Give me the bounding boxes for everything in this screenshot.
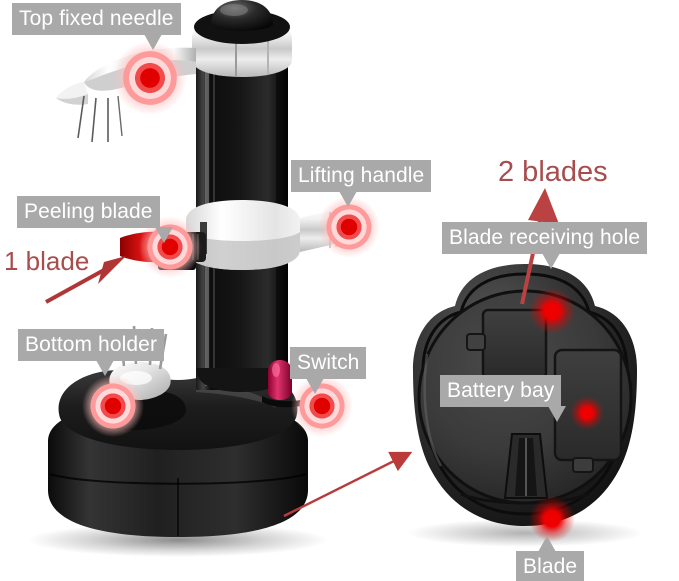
- lifting-handle-band-shadow: [186, 232, 300, 270]
- battery-bay-latch: [572, 457, 594, 473]
- floor-shadow: [28, 523, 328, 557]
- needle-fin-2: [56, 94, 88, 105]
- annotation-two-blades: 2 blades: [498, 156, 608, 188]
- base-to-disc-connector-arrow: [283, 451, 413, 518]
- disc-left-shine: [423, 353, 443, 467]
- label-top-fixed-needle-text: Top fixed needle: [19, 7, 174, 30]
- label-bottom-holder[interactable]: Bottom holder: [18, 329, 165, 376]
- needle-spike-1: [77, 95, 85, 139]
- annotation-one-blade: 1 blade: [4, 246, 90, 276]
- label-blade-receiving-hole[interactable]: Blade receiving hole: [442, 222, 648, 269]
- disc-floor-shadow: [407, 519, 643, 547]
- two-blades-arrowhead: [528, 188, 559, 224]
- top-fixed-needle-hotspot[interactable]: [113, 41, 187, 115]
- label-blade-text: Blade: [523, 555, 578, 578]
- dome-cap-gloss: [220, 4, 248, 16]
- label-pointer-switch: [306, 378, 324, 394]
- disc-rim-groove: [421, 272, 629, 516]
- blade-hotspot[interactable]: [529, 496, 575, 542]
- label-pointer-top-fixed-needle: [144, 34, 162, 50]
- label-battery-bay-text: Battery bay: [447, 379, 555, 402]
- label-lifting-handle[interactable]: Lifting handle: [291, 160, 432, 207]
- blade-receiving-hole-hotspot[interactable]: [529, 288, 575, 334]
- base-deck-highlight: [196, 387, 276, 408]
- label-pointer-lifting-handle: [339, 191, 357, 207]
- needle-fin: [56, 82, 88, 99]
- label-pointer-bottom-holder: [96, 360, 114, 376]
- label-pointer-blade: [538, 536, 556, 552]
- label-lifting-handle-text: Lifting handle: [298, 164, 425, 187]
- column-foot: [196, 368, 288, 392]
- needle-spike-4: [117, 95, 123, 137]
- label-blade[interactable]: Blade: [516, 536, 585, 581]
- label-pointer-peeling-blade: [155, 227, 173, 243]
- disc-lower-seam: [460, 492, 590, 505]
- power-switch-button: [268, 360, 292, 400]
- label-bottom-holder-text: Bottom holder: [25, 333, 158, 356]
- battery-bay-hotspot[interactable]: [570, 396, 604, 430]
- label-pointer-battery-bay: [548, 406, 566, 422]
- label-battery-bay[interactable]: Battery bay: [440, 375, 566, 422]
- label-peeling-blade[interactable]: Peeling blade: [17, 196, 173, 243]
- label-switch-text: Switch: [297, 351, 360, 374]
- label-pointer-blade-receiving-hole: [542, 253, 560, 269]
- label-blade-receiving-hole-text: Blade receiving hole: [449, 226, 641, 249]
- blade-receiving-hole-latch: [466, 333, 486, 351]
- power-switch-gloss: [272, 363, 280, 377]
- one-blade-arrowhead: [98, 256, 126, 284]
- label-switch[interactable]: Switch: [290, 347, 367, 394]
- label-peeling-blade-text: Peeling blade: [24, 200, 153, 223]
- bottom-holder-hotspot[interactable]: [82, 375, 144, 437]
- dome-cap: [211, 0, 273, 31]
- peeler-appliance-illustration: [28, 0, 352, 557]
- one-blade-pointer-arrow: [45, 256, 126, 304]
- needle-spike-2: [91, 97, 97, 143]
- label-top-fixed-needle[interactable]: Top fixed needle: [12, 3, 181, 50]
